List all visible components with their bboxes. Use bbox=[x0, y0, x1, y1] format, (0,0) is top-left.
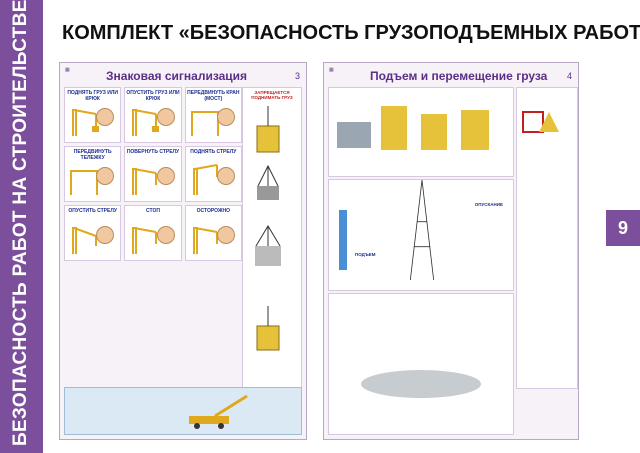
crane-icon bbox=[132, 168, 158, 195]
signal-label: ПОДНЯТЬ СТРЕЛУ bbox=[190, 149, 237, 155]
pipe-icon bbox=[361, 370, 481, 398]
sling-diagram-column: ЗАПРЕЩАЕТСЯ ПОДНИМАТЬ ГРУЗ bbox=[242, 87, 302, 389]
signal-cell: ПЕРЕДВИНУТЬ ТЕЛЕЖКУ bbox=[64, 146, 122, 202]
hand-icon bbox=[156, 108, 175, 126]
crane-icon bbox=[72, 109, 99, 136]
crane-icon bbox=[132, 227, 158, 254]
hand-icon bbox=[216, 108, 235, 126]
signal-cell: СТОП bbox=[124, 205, 182, 261]
restricted-zone-panel bbox=[516, 87, 578, 389]
signal-cell: ОПУСТИТЬ СТРЕЛУ bbox=[64, 205, 122, 261]
warning-sign-icon bbox=[522, 111, 559, 133]
poster-brand-logo: ▦ bbox=[329, 67, 334, 73]
hand-icon bbox=[156, 226, 175, 244]
lift-up-label: ПОДЪЕМ bbox=[355, 252, 376, 257]
hand-icon bbox=[96, 167, 115, 185]
signal-label: ПОВЕРНУТЬ СТРЕЛУ bbox=[126, 149, 180, 155]
load-stack-icon bbox=[337, 106, 489, 150]
signal-label: ПЕРЕДВИНУТЬ ТЕЛЕЖКУ bbox=[73, 149, 112, 161]
signal-cell: ОСТОРОЖНО bbox=[184, 205, 242, 261]
info-strip bbox=[64, 387, 302, 435]
warning-label: ЗАПРЕЩАЕТСЯ ПОДНИМАТЬ ГРУЗ bbox=[251, 90, 293, 100]
hand-icon bbox=[156, 167, 175, 185]
poster-title: Подъем и перемещение груза bbox=[370, 69, 548, 83]
signal-label: СТОП bbox=[146, 208, 160, 214]
signal-cell: ПОДНЯТЬ СТРЕЛУ bbox=[184, 146, 242, 202]
hand-icon bbox=[216, 226, 235, 244]
poster-title: Знаковая сигнализация bbox=[106, 69, 248, 83]
signal-cell: ПЕРЕДВИНУТЬ КРАН (МОСТ) bbox=[184, 87, 242, 143]
signal-label: ОПУСТИТЬ ГРУЗ ИЛИ КРЮК bbox=[126, 90, 180, 102]
lift-sequence-panel: ПОДЪЕМ ОПУСКАНИЕ bbox=[328, 179, 514, 291]
crane-icon bbox=[72, 227, 97, 254]
sidebar: БЕЗОПАСНОСТЬ РАБОТ НА СТРОИТЕЛЬСТВЕ bbox=[0, 0, 43, 453]
crane-icon bbox=[192, 227, 218, 254]
crane-icon bbox=[132, 109, 160, 136]
crane-icon bbox=[192, 164, 218, 195]
gantry-crane-icon bbox=[190, 111, 219, 136]
poster-lifting: ▦ Подъем и перемещение груза 4 ПОДЪЕМ ОП… bbox=[323, 62, 579, 440]
pipe-handling-panel bbox=[328, 293, 514, 435]
pre-lift-check-panel bbox=[328, 87, 514, 177]
page-number-badge: 9 bbox=[606, 210, 640, 246]
signal-cell: ПОВЕРНУТЬ СТРЕЛУ bbox=[124, 146, 182, 202]
gantry-crane-icon bbox=[70, 170, 98, 195]
signal-grid: ПОДНЯТЬ ГРУЗ ИЛИ КРЮК ОПУСТИТЬ ГРУЗ ИЛИ … bbox=[64, 87, 242, 387]
signal-cell: ПОДНЯТЬ ГРУЗ ИЛИ КРЮК bbox=[64, 87, 122, 143]
signal-label: ОПУСТИТЬ СТРЕЛУ bbox=[68, 208, 117, 214]
lift-arrow-icon bbox=[339, 210, 347, 270]
mobile-crane-icon bbox=[189, 394, 248, 429]
hand-icon bbox=[96, 108, 115, 126]
poster-number: 3 bbox=[294, 71, 300, 81]
poster-signals: ▦ Знаковая сигнализация 3 ПОДНЯТЬ ГРУЗ И… bbox=[59, 62, 307, 440]
poster-number: 4 bbox=[566, 71, 572, 81]
hand-icon bbox=[96, 226, 115, 244]
sidebar-title: БЕЗОПАСНОСТЬ РАБОТ НА СТРОИТЕЛЬСТВЕ bbox=[10, 0, 31, 446]
signal-label: ОСТОРОЖНО bbox=[196, 208, 230, 214]
tower-icon bbox=[409, 180, 435, 280]
signal-cell: ОПУСТИТЬ ГРУЗ ИЛИ КРЮК bbox=[124, 87, 182, 143]
lower-down-label: ОПУСКАНИЕ bbox=[474, 202, 503, 207]
signal-label: ПЕРЕДВИНУТЬ КРАН (МОСТ) bbox=[187, 90, 240, 102]
signal-label: ПОДНЯТЬ ГРУЗ ИЛИ КРЮК bbox=[67, 90, 118, 102]
hand-icon bbox=[216, 167, 235, 185]
page-title: КОМПЛЕКТ «БЕЗОПАСНОСТЬ ГРУЗОПОДЪЕМНЫХ РА… bbox=[62, 22, 640, 44]
poster-brand-logo: ▦ bbox=[65, 67, 70, 73]
sling-icon bbox=[255, 106, 281, 351]
